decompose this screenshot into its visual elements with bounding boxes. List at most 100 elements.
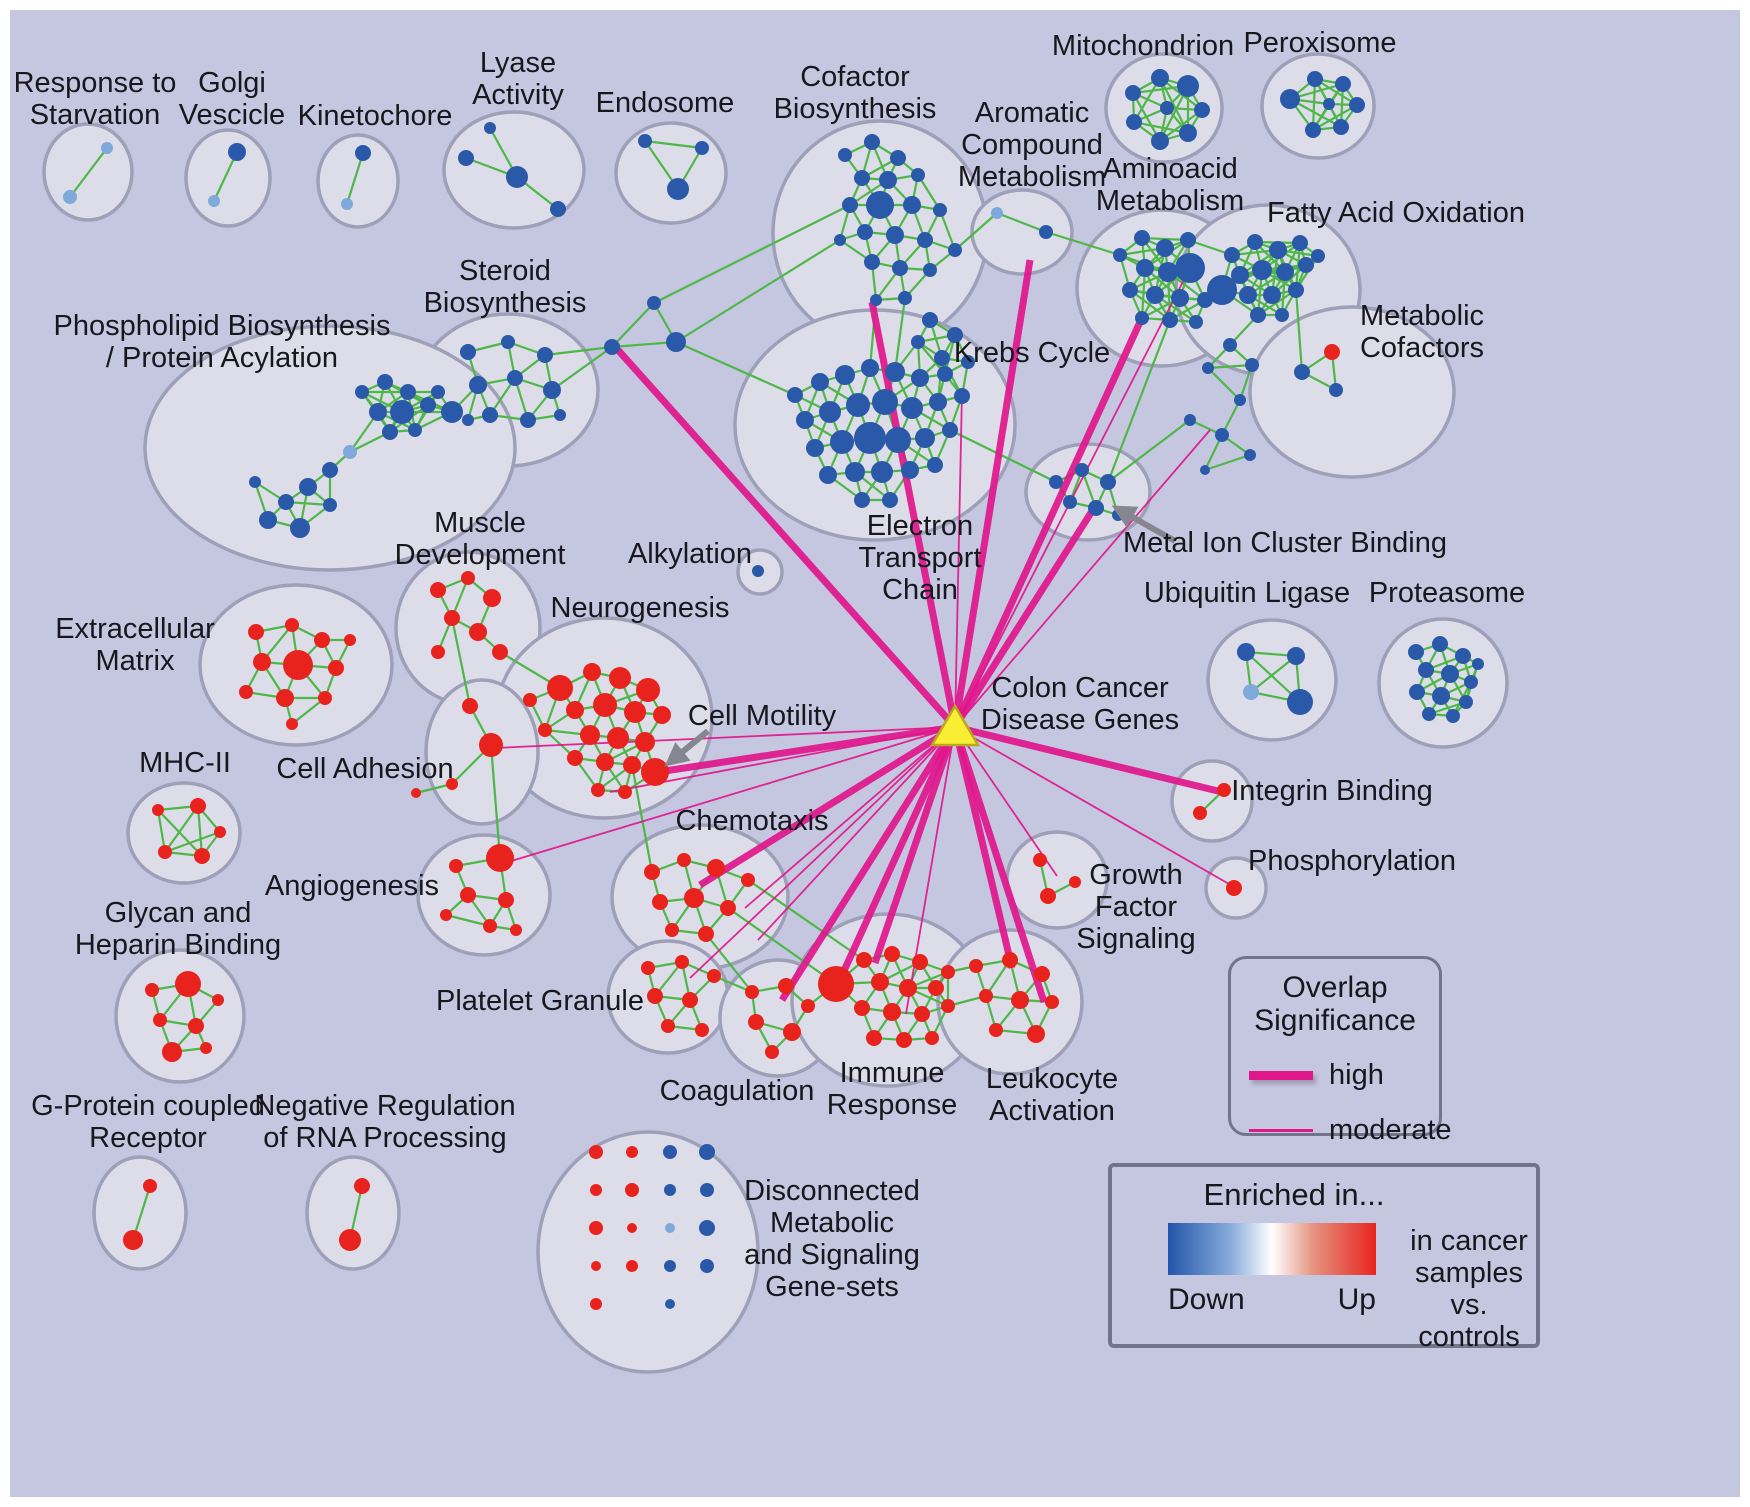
overlap-edge-high (954, 723, 1223, 796)
cofactor-biosynthesis-node (903, 196, 921, 214)
aminoacid-metabolism-node (1135, 311, 1149, 325)
phospholipid-biosynthesis-node (278, 494, 294, 510)
platelet-granule-node (661, 1019, 675, 1033)
disconnected-gene-sets-node (664, 1260, 676, 1272)
cluster-glycan-heparin-binding (114, 948, 246, 1084)
steroid-biosynthesis-node (554, 409, 566, 421)
phospholipid-biosynthesis-node (322, 462, 338, 478)
neurogenesis-node (609, 667, 631, 689)
coagulation-node (783, 1023, 801, 1041)
aminoacid-metabolism-node (1136, 259, 1154, 277)
platelet-granule-node (695, 1023, 709, 1037)
response-to-starvation-node (101, 142, 113, 154)
proteasome-node (1432, 636, 1448, 652)
leukocyte-activation-node (1045, 995, 1059, 1009)
inter-cluster-edge (653, 204, 851, 304)
metal-ion-cluster-binding-node (1075, 463, 1089, 477)
electron-transport-chain-node (937, 366, 953, 382)
fatty-acid-oxidation-node (1207, 275, 1237, 305)
endosome-label: Endosome (596, 87, 735, 119)
chemotaxis-node (665, 923, 679, 937)
cluster-golgi-vescicle (184, 128, 272, 228)
neurogenesis-node (567, 750, 583, 766)
overlap-edge-high (952, 506, 1097, 729)
electron-transport-chain-node (927, 457, 943, 473)
steroid-biosynthesis-node (460, 344, 476, 360)
aromatic-compound-metabolism-edge (996, 211, 1047, 234)
mhc-ii-label: MHC-II (139, 747, 231, 779)
aminoacid-metabolism-node (1146, 286, 1164, 304)
aminoacid-metabolism-node (1122, 282, 1138, 298)
fatty-acid-oxidation-node (1250, 307, 1266, 323)
metal-ion-cluster-binding-label: Metal Ion Cluster Binding (1123, 527, 1447, 559)
immune-response-node (818, 966, 854, 1002)
alkylation-label: Alkylation (628, 538, 752, 570)
mitochondrion-node (1126, 114, 1142, 130)
chemotaxis-node (720, 900, 736, 916)
inter-cluster-edge (675, 239, 841, 343)
phosphorylation-node (1226, 880, 1242, 896)
overlap-edge-moderate (757, 726, 956, 941)
electron-transport-chain-node (806, 439, 824, 457)
fatty-acid-oxidation-node (1234, 394, 1246, 406)
overlap-edge-high (951, 725, 1048, 1004)
neurogenesis-node (523, 693, 537, 707)
endosome-node (667, 178, 689, 200)
neurogenesis-node (653, 706, 671, 724)
phospholipid-biosynthesis-node (343, 445, 357, 459)
extracellular-matrix-node (248, 624, 264, 640)
enriched-legend-body: Down Up in cancer samples vs. controls (1112, 1223, 1536, 1353)
gradient-end-labels: Down Up (1168, 1283, 1376, 1317)
down-label: Down (1168, 1283, 1245, 1316)
mitochondrion-node (1151, 69, 1169, 87)
electron-transport-chain-node (872, 389, 898, 415)
inter-cluster-edge (544, 345, 613, 357)
aminoacid-metabolism-node (1158, 262, 1178, 282)
disconnected-gene-sets-node (700, 1259, 714, 1273)
extracellular-matrix-node (239, 685, 253, 699)
negative-regulation-rna-node (339, 1229, 361, 1251)
cell-adhesion-node (479, 733, 503, 757)
cofactor-biosynthesis-node (923, 263, 937, 277)
negative-regulation-rna-node (354, 1178, 370, 1194)
electron-transport-chain-node (787, 387, 803, 403)
electron-transport-chain-node (961, 355, 975, 369)
phospholipid-biosynthesis-label: Phospholipid Biosynthesis/ Protein Acyla… (54, 310, 391, 374)
fatty-acid-oxidation-node (1263, 286, 1281, 304)
fatty-acid-oxidation-node (1288, 282, 1304, 298)
overlap-edges-layer (494, 259, 1237, 1015)
lyase-activity-node (458, 150, 474, 166)
endosome-node (695, 141, 709, 155)
electron-transport-chain-node (845, 462, 865, 482)
disconnected-gene-sets-node (700, 1183, 714, 1197)
phospholipid-biosynthesis-node (299, 478, 317, 496)
extracellular-matrix-edge (291, 697, 326, 725)
mhc-ii-node (194, 848, 210, 864)
proteasome-node (1459, 695, 1473, 709)
electron-transport-chain-node (947, 327, 963, 343)
fatty-acid-oxidation-node (1223, 338, 1237, 352)
disconnected-gene-sets-node (627, 1223, 637, 1233)
alkylation-node (752, 565, 764, 577)
neurogenesis-node (547, 675, 573, 701)
immune-response-node (884, 946, 900, 962)
overlap-edge-high (657, 723, 956, 776)
electron-transport-chain-node (811, 373, 829, 391)
overlap-edge-moderate (507, 726, 956, 863)
electron-transport-chain-node (846, 393, 870, 417)
glycan-heparin-binding-node (212, 994, 224, 1006)
enriched-note: in cancer samples vs. controls (1402, 1225, 1536, 1353)
fatty-acid-oxidation-node (1298, 257, 1314, 273)
overlap-edge-moderate (954, 726, 1058, 877)
glycan-heparin-binding-node (153, 1013, 167, 1027)
disconnected-gene-sets-node (665, 1299, 675, 1309)
neurogenesis-node (641, 758, 669, 786)
integrin-binding-node (1193, 806, 1207, 820)
